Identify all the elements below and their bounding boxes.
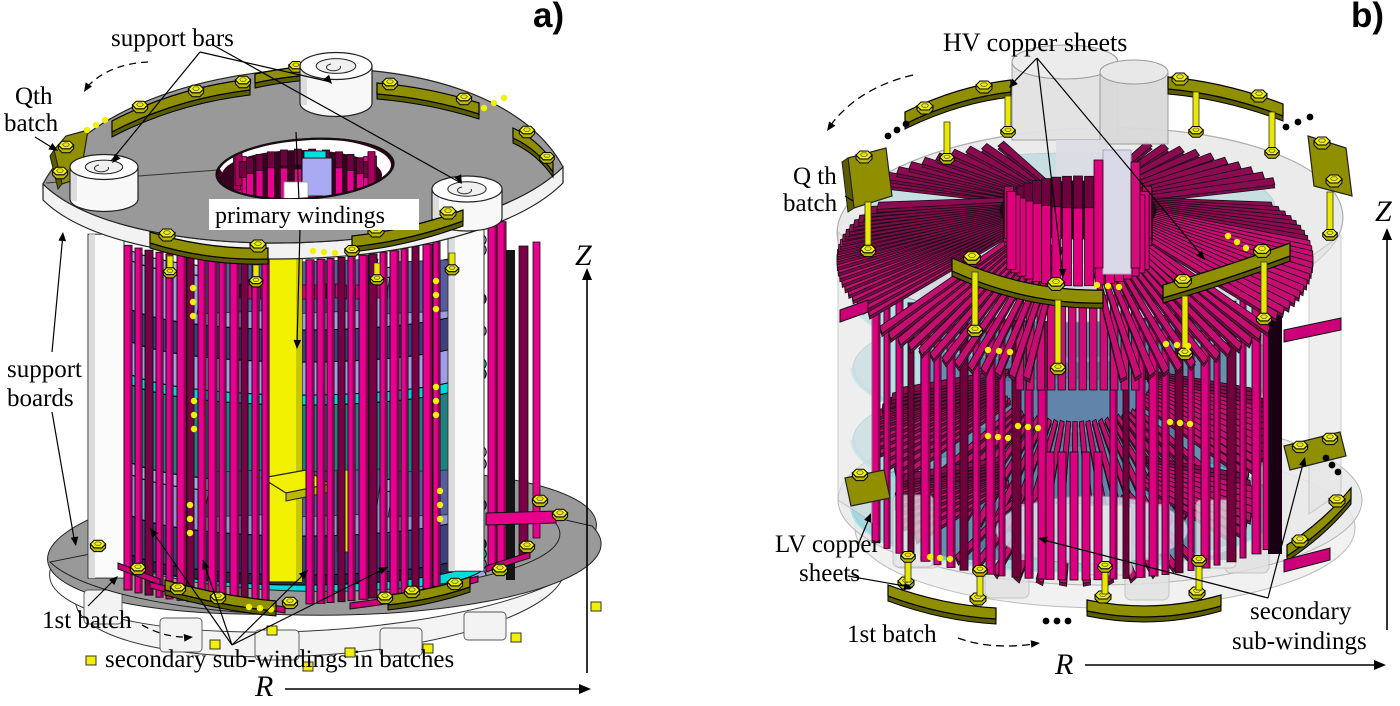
svg-text:HV copper sheets: HV copper sheets: [943, 28, 1127, 57]
svg-text:Q th: Q th: [793, 163, 837, 190]
svg-text:support: support: [7, 356, 82, 383]
svg-text:R: R: [1054, 648, 1073, 681]
svg-text:1st batch: 1st batch: [847, 621, 937, 648]
svg-text:batch: batch: [783, 190, 838, 217]
svg-text:1st batch: 1st batch: [42, 607, 132, 634]
svg-text:secondary sub-windings in batc: secondary sub-windings in batches: [105, 646, 454, 673]
svg-text:a): a): [533, 0, 564, 35]
svg-text:support bars: support bars: [111, 25, 234, 52]
svg-text:Z: Z: [1375, 195, 1392, 228]
svg-text:Qth: Qth: [15, 83, 53, 110]
svg-text:batch: batch: [4, 110, 59, 137]
svg-text:R: R: [254, 670, 273, 701]
svg-text:Z: Z: [575, 239, 592, 272]
svg-text:LV copper: LV copper: [775, 531, 881, 558]
svg-text:primary windings: primary windings: [215, 203, 385, 229]
svg-text:sub-windings: sub-windings: [1232, 628, 1367, 655]
svg-text:b): b): [1351, 0, 1384, 35]
svg-text:sheets: sheets: [799, 560, 860, 587]
svg-text:secondary: secondary: [1250, 598, 1352, 625]
svg-text:boards: boards: [7, 385, 74, 412]
